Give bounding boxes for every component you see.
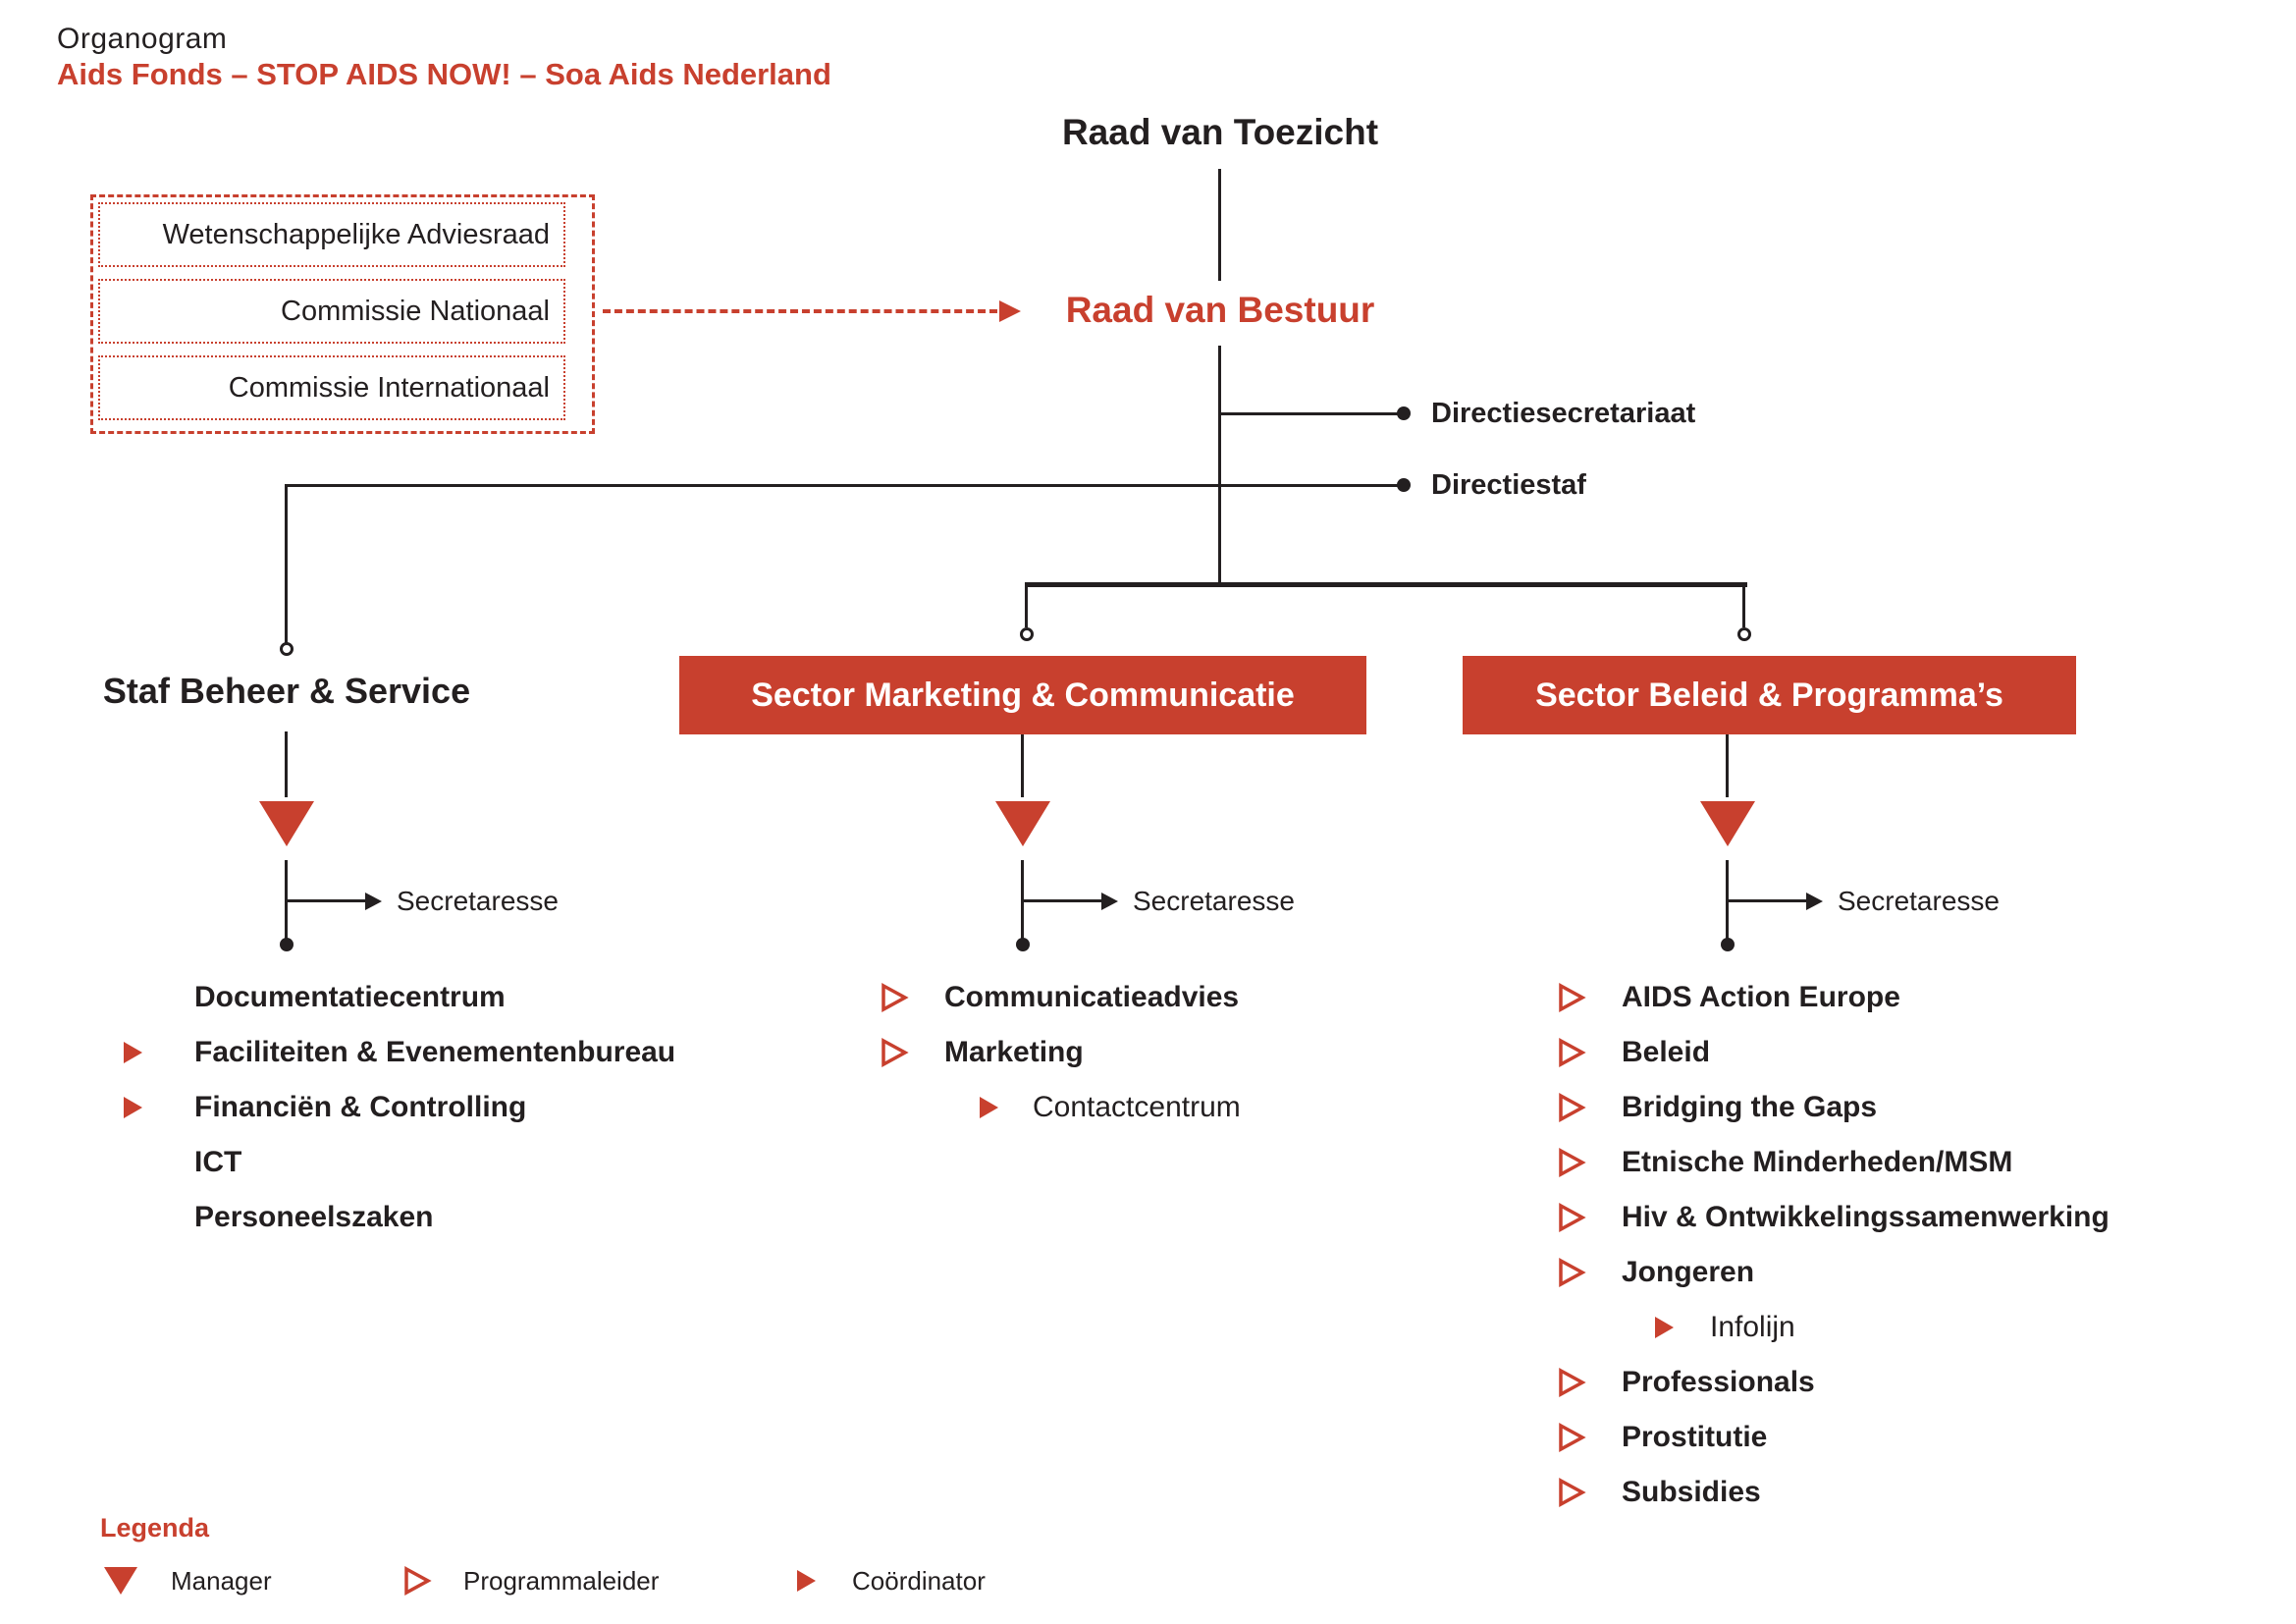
advisory-box-label: Wetenschappelijke Adviesraad: [162, 218, 550, 250]
advisory-box-label: Commissie Internationaal: [228, 371, 550, 404]
connector-sector-tbar: [1025, 582, 1747, 587]
column-header-sector-marketing-communicatie: Sector Marketing & Communicatie: [679, 656, 1366, 734]
page-title: Organogram: [57, 23, 228, 55]
col2-manager-icon: [995, 801, 1050, 846]
col1-secretaresse-arrowhead-icon: [365, 893, 382, 910]
column-header-staf-beheer-service: Staf Beheer & Service: [102, 671, 471, 711]
programmaleider-icon: [1559, 983, 1586, 1012]
programmaleider-icon: [1559, 1038, 1586, 1067]
list-item: Financiën & Controlling: [194, 1091, 527, 1123]
col3-manager-icon: [1700, 801, 1755, 846]
connector-directiesecretariaat: [1220, 412, 1402, 415]
col1-manager-icon: [259, 801, 314, 846]
advisory-box-label: Commissie Nationaal: [281, 295, 550, 327]
programmaleider-icon: [1559, 1148, 1586, 1177]
coordinator-icon: [124, 1097, 142, 1118]
node-directiestaf: Directiestaf: [1431, 468, 1586, 501]
col2-dot: [1016, 938, 1030, 951]
programmaleider-icon: [1559, 1423, 1586, 1452]
col1-secretaresse: Secretaresse: [397, 886, 559, 916]
left-branch-circle: [280, 642, 294, 656]
col1-vline: [285, 860, 288, 945]
list-item: Subsidies: [1622, 1476, 1761, 1508]
legend-item-coordinator: Coördinator: [852, 1565, 986, 1596]
col3-vline: [1726, 860, 1729, 945]
col3-dot: [1721, 938, 1735, 951]
list-item: Etnische Minderheden/MSM: [1622, 1146, 2013, 1178]
advisory-dashed-arrowhead-icon: [999, 300, 1021, 322]
col3-secretaresse: Secretaresse: [1838, 886, 2000, 916]
col1-stub: [285, 731, 288, 797]
programmaleider-icon: [404, 1566, 432, 1596]
legend-title: Legenda: [100, 1512, 210, 1543]
col3-secretaresse-arrowhead-icon: [1806, 893, 1823, 910]
list-item: Bridging the Gaps: [1622, 1091, 1878, 1123]
connector-toezicht-bestuur: [1218, 169, 1221, 281]
coordinator-icon: [1655, 1317, 1674, 1338]
programmaleider-icon: [1559, 1203, 1586, 1232]
connector-sector-left-drop: [1025, 582, 1028, 627]
programmaleider-icon: [881, 1038, 909, 1067]
programmaleider-icon: [1559, 1478, 1586, 1507]
list-item: Faciliteiten & Evenementenbureau: [194, 1036, 676, 1068]
advisory-box-commissie-nationaal: Commissie Nationaal: [98, 279, 565, 344]
advisory-box-commissie-internationaal: Commissie Internationaal: [98, 355, 565, 420]
coordinator-icon: [124, 1042, 142, 1063]
directiesecretariaat-dot: [1397, 406, 1411, 420]
list-item: Documentatiecentrum: [194, 981, 506, 1013]
coordinator-icon: [797, 1570, 816, 1592]
list-item: Personeelszaken: [194, 1201, 434, 1233]
node-raad-van-toezicht: Raad van Toezicht: [1061, 112, 1379, 152]
manager-icon: [104, 1567, 137, 1595]
col2-secretaresse-arrowhead-icon: [1101, 893, 1118, 910]
advisory-dashed-arrow: [603, 309, 997, 313]
list-item: ICT: [194, 1146, 242, 1178]
column-header-sector-beleid-programmas: Sector Beleid & Programma’s: [1463, 656, 2076, 734]
programmaleider-icon: [1559, 1368, 1586, 1397]
list-item: Hiv & Ontwikkelingssamenwerking: [1622, 1201, 2109, 1233]
col1-secretaresse-arm: [287, 899, 365, 902]
col2-vline: [1021, 860, 1024, 945]
connector-sector-right-drop: [1742, 582, 1745, 627]
page-subtitle: Aids Fonds – STOP AIDS NOW! – Soa Aids N…: [57, 57, 831, 91]
programmaleider-icon: [1559, 1093, 1586, 1122]
coordinator-icon: [980, 1097, 998, 1118]
col1-dot: [280, 938, 294, 951]
list-subitem: Contactcentrum: [1033, 1091, 1241, 1123]
col2-secretaresse: Secretaresse: [1133, 886, 1295, 916]
connector-left-branch: [285, 484, 288, 643]
programmaleider-icon: [881, 983, 909, 1012]
connector-directiestaf: [287, 484, 1402, 487]
list-item: Professionals: [1622, 1366, 1815, 1398]
sector-right-circle: [1737, 627, 1751, 641]
advisory-box-wetenschappelijke-adviesraad: Wetenschappelijke Adviesraad: [98, 202, 565, 267]
col3-stub: [1726, 734, 1729, 797]
advisory-group-frame: [90, 194, 595, 434]
node-raad-van-bestuur: Raad van Bestuur: [1065, 290, 1375, 330]
col2-secretaresse-arm: [1023, 899, 1101, 902]
legend-item-manager: Manager: [171, 1565, 272, 1596]
list-item: Prostitutie: [1622, 1421, 1768, 1453]
sector-left-circle: [1020, 627, 1034, 641]
list-item: Marketing: [944, 1036, 1084, 1068]
list-item: Communicatieadvies: [944, 981, 1240, 1013]
connector-bestuur-main: [1218, 346, 1221, 586]
col2-stub: [1021, 734, 1024, 797]
list-item: Jongeren: [1622, 1256, 1755, 1288]
programmaleider-icon: [1559, 1258, 1586, 1287]
list-item: AIDS Action Europe: [1622, 981, 1900, 1013]
node-directiesecretariaat: Directiesecretariaat: [1431, 397, 1696, 429]
col3-secretaresse-arm: [1728, 899, 1806, 902]
list-subitem: Infolijn: [1710, 1311, 1795, 1343]
legend-item-programmaleider: Programmaleider: [463, 1565, 660, 1596]
list-item: Beleid: [1622, 1036, 1711, 1068]
directiestaf-dot: [1397, 478, 1411, 492]
